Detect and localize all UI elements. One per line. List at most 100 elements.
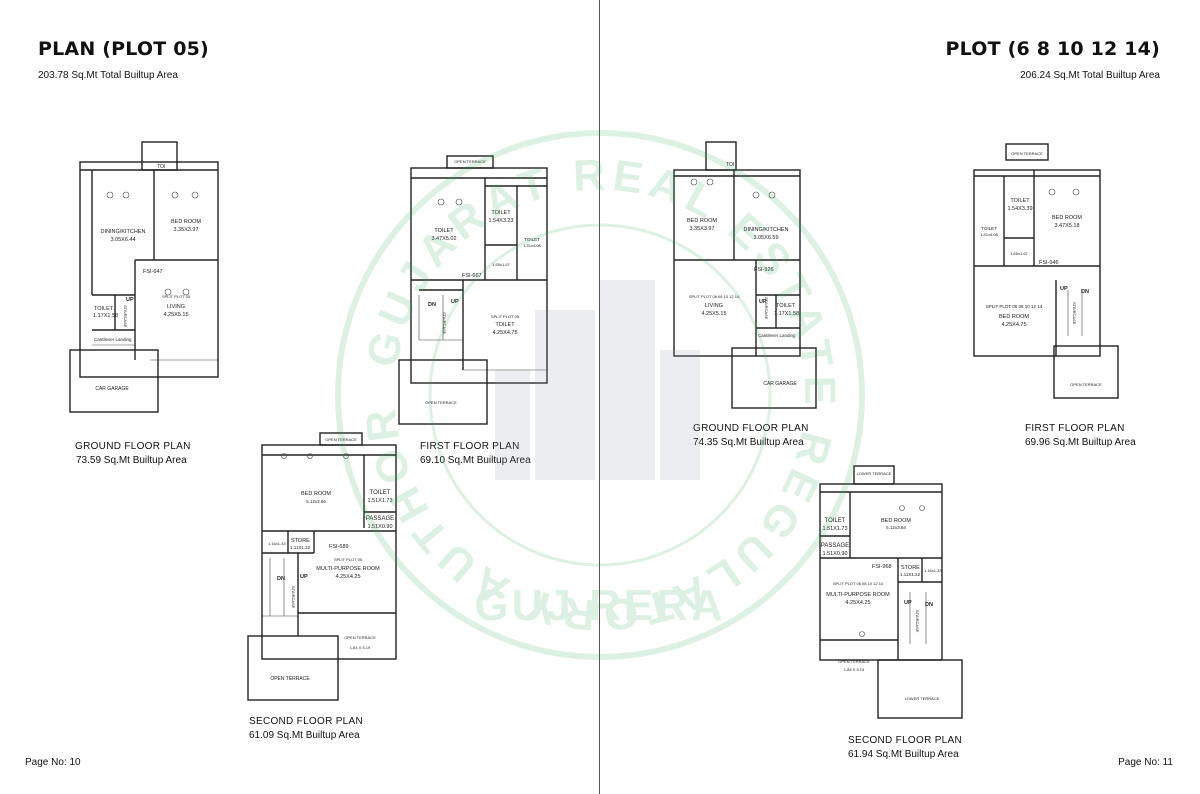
second-open-terrace-inner: OPEN TERRACE: [344, 635, 376, 640]
second-small-size: 1.16x1.33: [268, 541, 286, 546]
ground-cantilever-label: Cantilever Landing: [758, 333, 796, 338]
second-floor-plan-drawing: LOWER TERRACE TOILET 1.51X1.73 BED ROOM …: [818, 462, 968, 727]
second-toilet-name: TOILET: [370, 490, 391, 496]
second-floor-area: 61.94 Sq.Mt Builtup Area: [848, 749, 959, 760]
first-open-terrace-top: OPEN TERRACE: [454, 159, 486, 164]
ground-toilet-name: TOILET: [776, 303, 796, 309]
total-builtup-area: 206.24 Sq.Mt Total Builtup Area: [1020, 70, 1160, 81]
ground-cantilever-label: Cantilever Landing: [94, 337, 132, 342]
second-dn-label: DN: [277, 576, 285, 582]
second-terrace-size: 1.84 X 5.19: [844, 667, 865, 672]
second-passage-size: 1.51X0.90: [822, 551, 847, 557]
ground-car-garage: CAR GARAGE: [95, 386, 129, 392]
ground-dining-size: 3.05X6.59: [753, 235, 778, 241]
left-page: PLAN (PLOT 05) 203.78 Sq.Mt Total Builtu…: [25, 0, 600, 794]
first-toilet-a-name: TOILET: [1010, 198, 1030, 204]
ground-toilet-size: 1.17X1.58: [774, 311, 799, 317]
ground-floor-title: GROUND FLOOR PLAN: [693, 423, 809, 434]
page-number: Page No: 10: [25, 757, 81, 768]
second-floor-title: SECOND FLOOR PLAN: [249, 716, 364, 727]
second-store-size: 1.11X1.22: [290, 545, 311, 550]
ground-staircase-label: STAIRCASE: [764, 297, 769, 320]
first-toilet-b-size: 1.51x4.08: [980, 232, 998, 237]
first-open-terrace-bottom: OPEN TERRACE: [425, 400, 457, 405]
ground-fsi: FSI-647: [143, 269, 163, 275]
second-lower-terrace-top: LOWER TERRACE: [857, 471, 892, 476]
second-passage-name: PASSAGE: [366, 516, 394, 522]
ground-living-size: 4.25X5.15: [701, 311, 726, 317]
total-builtup-area: 203.78 Sq.Mt Total Builtup Area: [38, 70, 178, 81]
second-dn-label: DN: [925, 602, 933, 608]
second-passage-name: PASSAGE: [821, 543, 849, 549]
first-main-name: TOILET: [495, 322, 515, 328]
ground-dining-name: DINING/KITCHEN: [744, 227, 789, 233]
ground-floor-plan-drawing: TOI BED ROOM 3.35X3.97 DINING/KITCHEN 3.…: [672, 140, 822, 410]
second-floor-caption: SECOND FLOOR PLAN 61.09 Sq.Mt Builtup Ar…: [249, 715, 363, 743]
second-floor-caption: SECOND FLOOR PLAN 61.94 Sq.Mt Builtup Ar…: [848, 734, 962, 762]
first-up-label: UP: [451, 299, 459, 305]
ground-toi-label: TOI: [726, 162, 734, 168]
second-store-name: STORE: [291, 538, 310, 544]
first-small-size: 1.65x1.67: [1010, 251, 1028, 256]
second-mp-size: 4.25X4.25: [335, 574, 360, 580]
ground-floor-title: GROUND FLOOR PLAN: [75, 441, 191, 452]
ground-floor-area: 74.35 Sq.Mt Builtup Area: [693, 437, 804, 448]
second-up-label: UP: [300, 574, 308, 580]
first-bed-name: BED ROOM: [1052, 215, 1082, 221]
first-main-size: 4.25X4.75: [492, 330, 517, 336]
second-fsi: FSI-968: [872, 564, 892, 570]
first-open-terrace-bottom: OPEN TERRACE: [1070, 382, 1102, 387]
ground-living-plot: SPLIT PLOT 06 08 10 12 14: [689, 294, 740, 299]
ground-bed-size: 3.35X3.97: [689, 226, 714, 232]
first-floor-plan-drawing: OPEN TERRACE TOILET 1.54X3.39 BED ROOM 3…: [972, 140, 1122, 400]
first-staircase-label: STAIRCASE: [1072, 302, 1077, 325]
second-mp-plot: SPLIT PLOT 06 08 10 12 14: [833, 581, 884, 586]
second-passage-size: 1.51X0.90: [367, 524, 392, 530]
ground-floor-plan-drawing: TOI DINING/KITCHEN 3.05X6.44 BED ROOM 3.…: [69, 140, 220, 415]
first-toilet-c-name: TOILET: [524, 237, 540, 242]
ground-floor-area: 73.59 Sq.Mt Builtup Area: [76, 455, 187, 466]
first-staircase-label: STAIRCASE: [442, 312, 447, 335]
first-toilet-b-name: TOILET: [981, 226, 997, 231]
second-mp-name: MULTI-PURPOSE ROOM: [316, 566, 380, 572]
first-main-plot: SPLIT PLOT 05: [491, 314, 520, 319]
second-mp-name: MULTI-PURPOSE ROOM: [826, 592, 890, 598]
second-bed-name: BED ROOM: [301, 491, 331, 497]
second-lower-terrace-bottom: LOWER TERRACE: [905, 696, 940, 701]
second-open-terrace-top: OPEN TERRACE: [325, 437, 357, 442]
second-staircase-label: STAIRCASE: [291, 586, 296, 609]
second-toilet-size: 1.51X1.73: [822, 526, 847, 532]
first-toilet-b-name: TOILET: [491, 210, 511, 216]
second-small-size: 1.16x1.33: [924, 568, 942, 573]
ground-living-size: 4.25X5.15: [163, 312, 188, 318]
first-floor-caption: FIRST FLOOR PLAN 69.10 Sq.Mt Builtup Are…: [420, 440, 531, 468]
second-floor-plan-drawing: OPEN TERRACE BED ROOM 5.12x3.66 TOILET 1…: [247, 428, 398, 703]
second-bed-size: 5.12x3.66: [306, 499, 326, 504]
second-open-terrace-big: OPEN TERRACE: [270, 676, 310, 682]
ground-floor-caption: GROUND FLOOR PLAN 73.59 Sq.Mt Builtup Ar…: [75, 440, 191, 468]
second-terrace-size: 1.84 X 5.19: [350, 645, 371, 650]
first-floor-caption: FIRST FLOOR PLAN 69.96 Sq.Mt Builtup Are…: [1025, 422, 1136, 450]
first-toilet-b-size: 1.54X3.23: [488, 218, 513, 224]
second-mp-plot: SPLIT PLOT 05: [334, 557, 363, 562]
ground-toilet-name: TOILET: [94, 306, 114, 312]
ground-floor-caption: GROUND FLOOR PLAN 74.35 Sq.Mt Builtup Ar…: [693, 422, 809, 450]
first-floor-title: FIRST FLOOR PLAN: [420, 441, 520, 452]
second-staircase-label: STAIRCASE: [915, 610, 920, 633]
ground-living-plot: SPLIT PLOT 05: [162, 294, 191, 299]
right-page: PLOT (6 8 10 12 14) 206.24 Sq.Mt Total B…: [600, 0, 1200, 794]
first-fsi: FSI-946: [1039, 260, 1059, 266]
first-bed-size: 3.47X5.18: [1054, 223, 1079, 229]
page-title: PLAN (PLOT 05): [38, 38, 209, 60]
second-mp-size: 4.25X4.25: [845, 600, 870, 606]
ground-up-label: UP: [759, 299, 767, 305]
ground-toilet-size: 1.17X1.58: [93, 313, 118, 319]
first-dn-label: DN: [428, 302, 436, 308]
first-floor-area: 69.96 Sq.Mt Builtup Area: [1025, 437, 1136, 448]
second-bed-size: 5.12x3.64: [886, 525, 906, 530]
first-up-label: UP: [1060, 286, 1068, 292]
ground-dining-name: DINING/KITCHEN: [101, 229, 146, 235]
ground-fsi: FSI-926: [754, 267, 774, 273]
second-floor-title: SECOND FLOOR PLAN: [848, 735, 963, 746]
second-bed-name: BED ROOM: [881, 518, 911, 524]
